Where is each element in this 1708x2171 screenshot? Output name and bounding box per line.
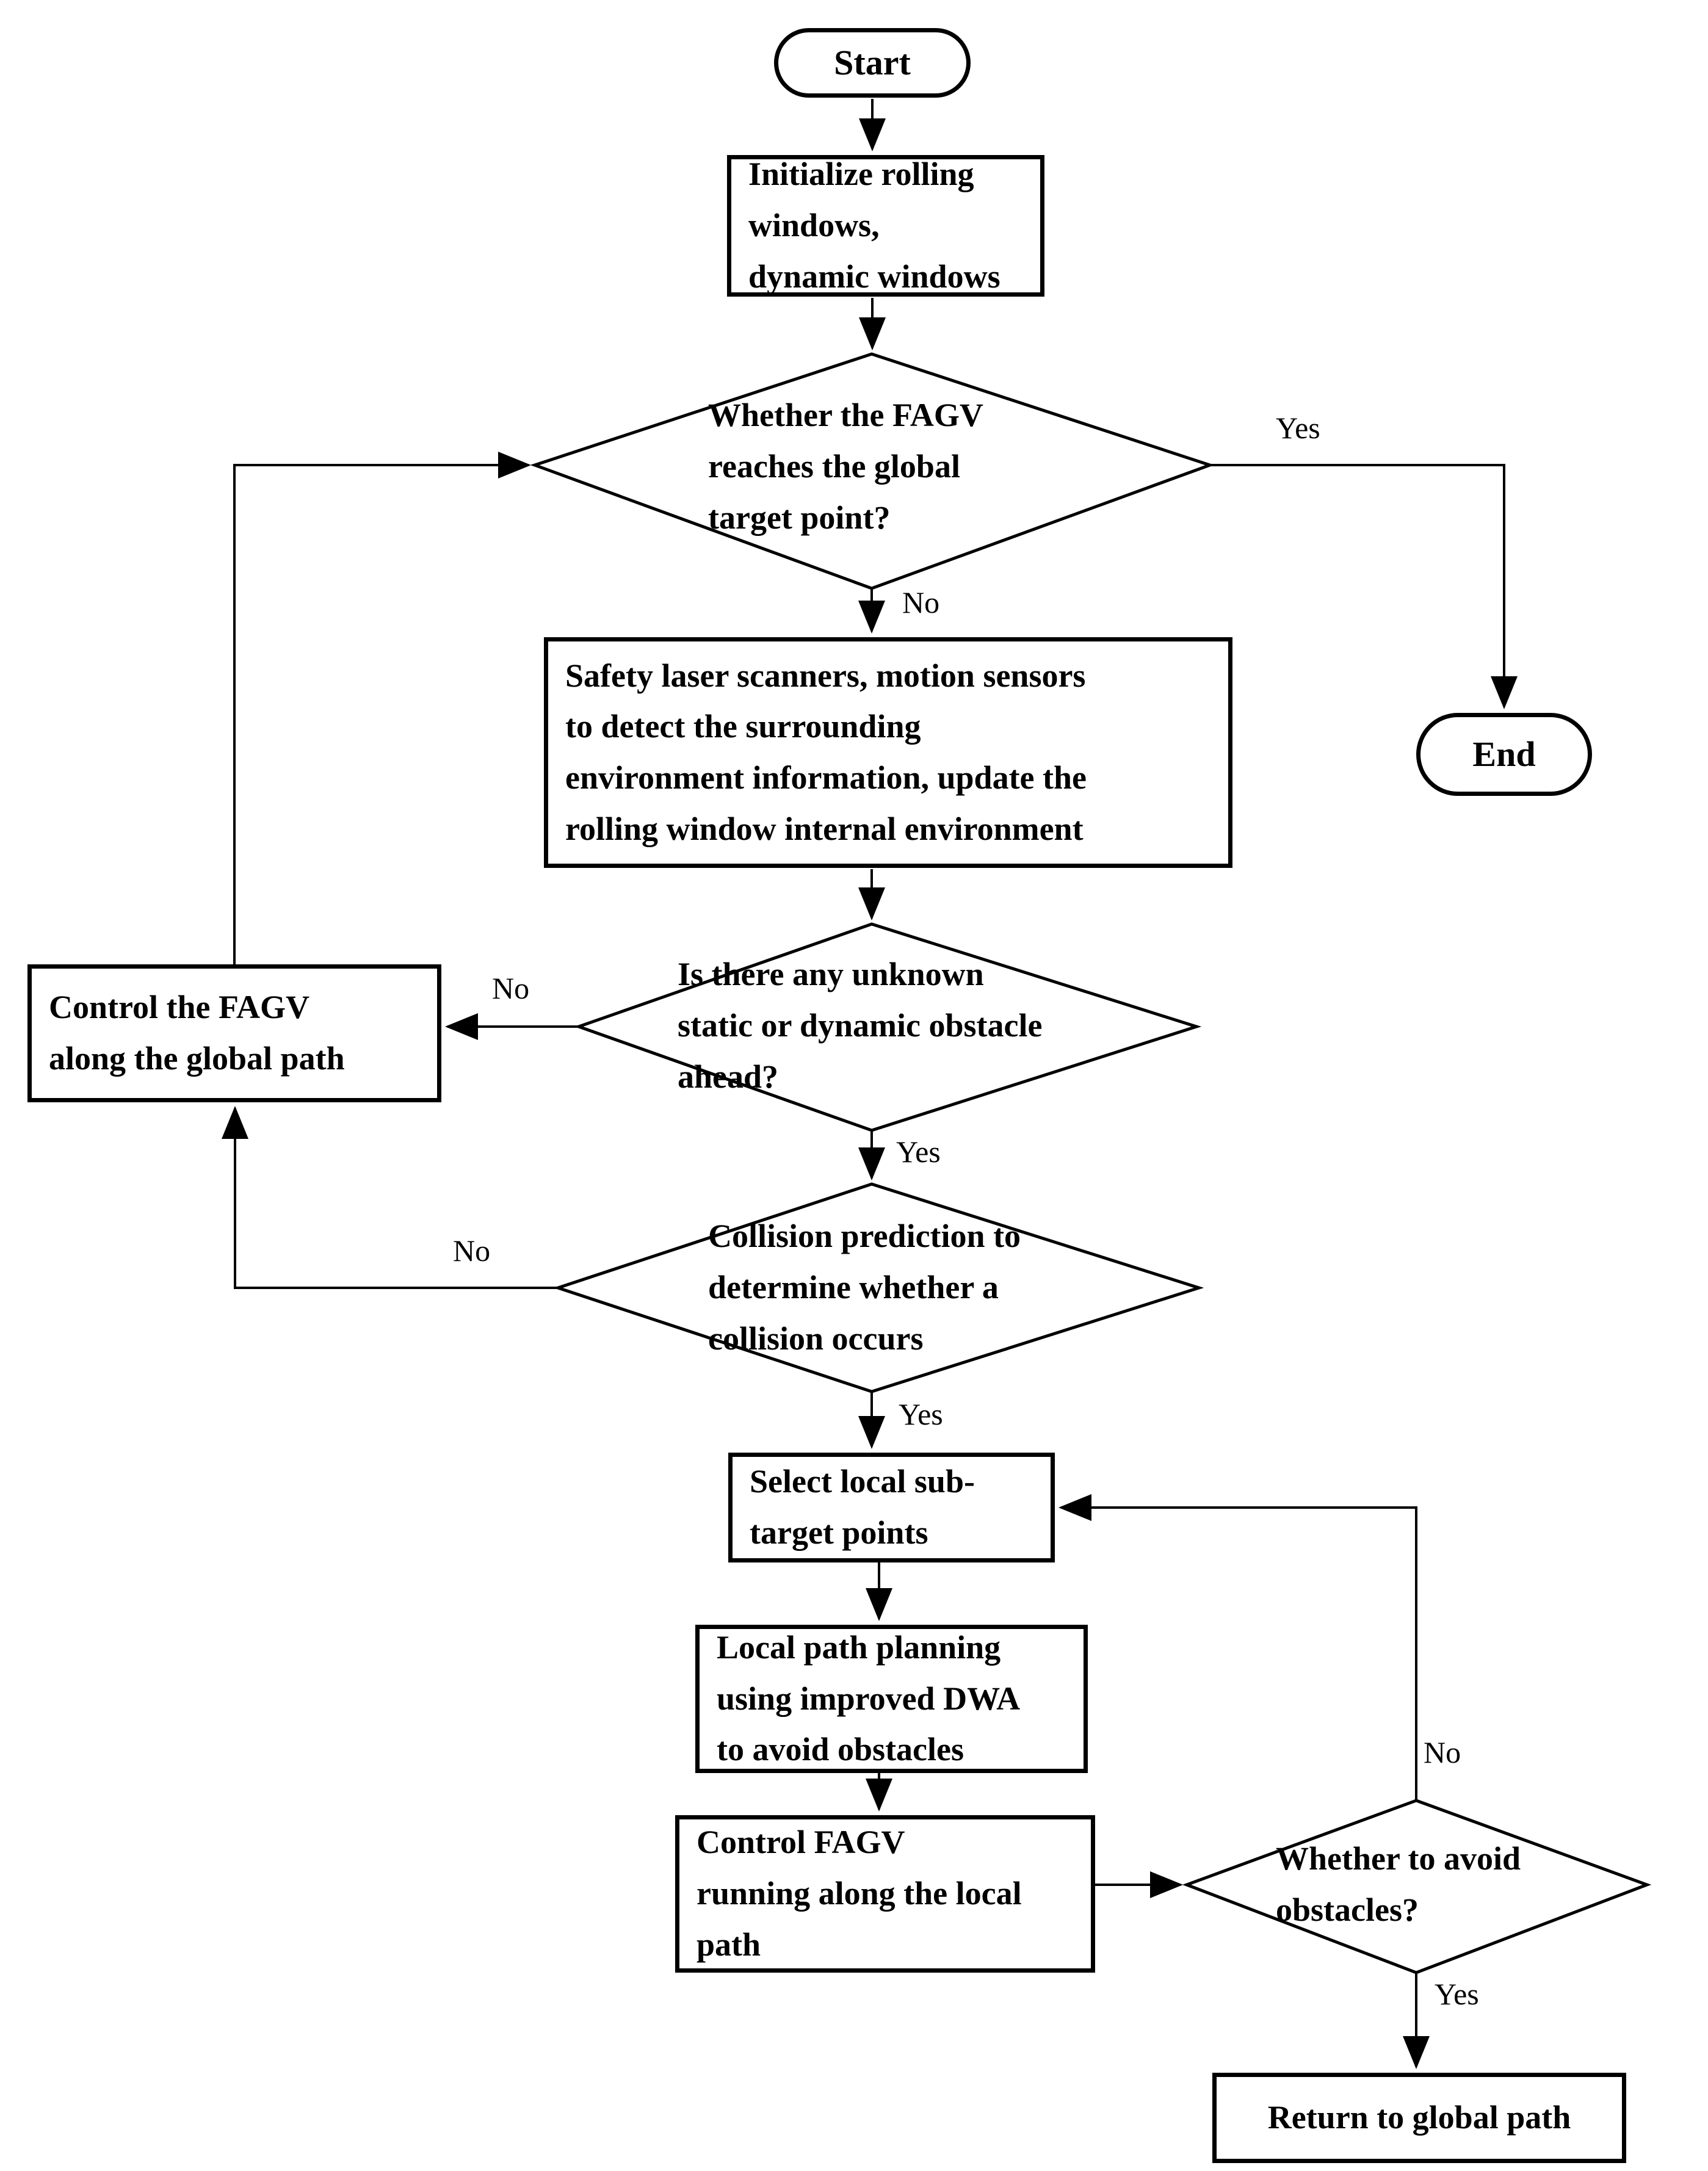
process-select-subtarget: Select local sub- target points [728,1453,1055,1562]
process-control-global-path: Control the FAGV along the global path [27,964,441,1102]
decision-avoid-obstacles-shape [1182,1799,1652,1974]
decision-obstacle-ahead-text: Is there any unknown static or dynamic o… [678,956,1043,1095]
decision-reach-target-shape [530,352,1215,590]
edge-label-avoid-obstacles-yes: Yes [1435,1977,1479,2011]
edge-collision-predict-no-to-control-global [222,1106,558,1289]
decision-collision-predict-shape [553,1182,1204,1393]
edge-label-collision-predict-yes: Yes [899,1397,943,1431]
terminator-end: End [1416,713,1592,796]
process-initialize-windows: Initialize rolling windows, dynamic wind… [727,155,1044,297]
edge-label-obstacle-ahead-yes: Yes [896,1135,941,1169]
terminator-start: Start [774,28,971,98]
decision-reach-target-text: Whether the FAGV reaches the global targ… [708,397,983,536]
edge-label-reach-target-no: No [902,585,940,620]
process-return-global-path: Return to global path [1212,2073,1626,2163]
process-sense-environment: Safety laser scanners, motion sensors to… [544,637,1232,868]
process-local-path-planning: Local path planning using improved DWA t… [695,1625,1088,1773]
decision-avoid-obstacles-text: Whether to avoid obstacles? [1276,1840,1521,1928]
process-control-local-path: Control FAGV running along the local pat… [675,1815,1095,1973]
edge-reach-target-yes-to-end [1210,464,1518,709]
edge-label-reach-target-yes: Yes [1276,411,1320,445]
edge-control-global-loop-to-reach-target [233,452,531,964]
edge-avoid-obstacles-no-to-select-subtarget [1058,1494,1417,1801]
decision-obstacle-ahead-shape [574,922,1202,1132]
edge-label-obstacle-ahead-no: No [492,971,530,1005]
edge-label-collision-predict-no: No [453,1234,491,1268]
decision-collision-predict-text: Collision prediction to determine whethe… [708,1218,1021,1357]
edge-label-avoid-obstacles-no: No [1424,1735,1461,1769]
